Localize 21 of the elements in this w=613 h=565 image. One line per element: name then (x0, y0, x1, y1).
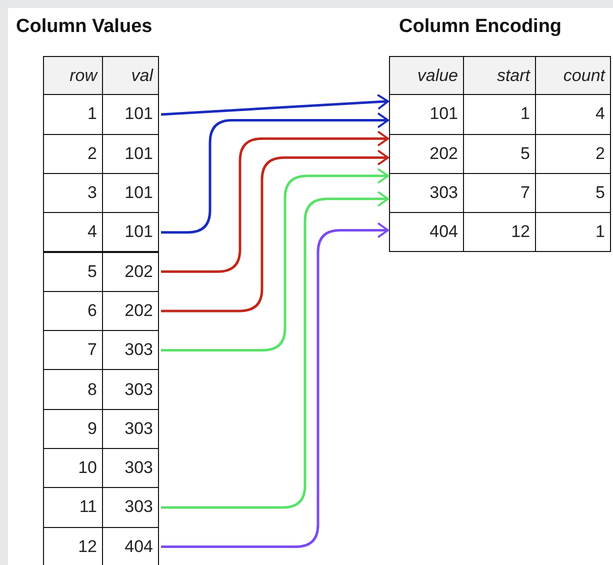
table-title: Column Encoding (399, 16, 562, 38)
table-title: Column Values (16, 16, 152, 38)
column-header: start (463, 56, 536, 96)
table-cell: 5 (43, 252, 103, 292)
table-cell: 1 (535, 212, 611, 252)
data-table (389, 16, 613, 254)
column-header: val (102, 56, 159, 96)
table-cell: 404 (389, 212, 464, 252)
arrow (160, 94, 389, 116)
arrow (161, 168, 389, 352)
table-cell: 101 (102, 212, 159, 252)
arrow (161, 112, 389, 234)
arrow (161, 222, 389, 548)
column-header: value (389, 56, 464, 96)
column-header: row (43, 56, 103, 96)
column-header: count (535, 56, 611, 96)
table-cell: 4 (43, 212, 103, 252)
arrow (161, 190, 389, 509)
arrow (161, 130, 389, 273)
arrow (161, 150, 389, 312)
table-cell: 202 (102, 252, 159, 292)
